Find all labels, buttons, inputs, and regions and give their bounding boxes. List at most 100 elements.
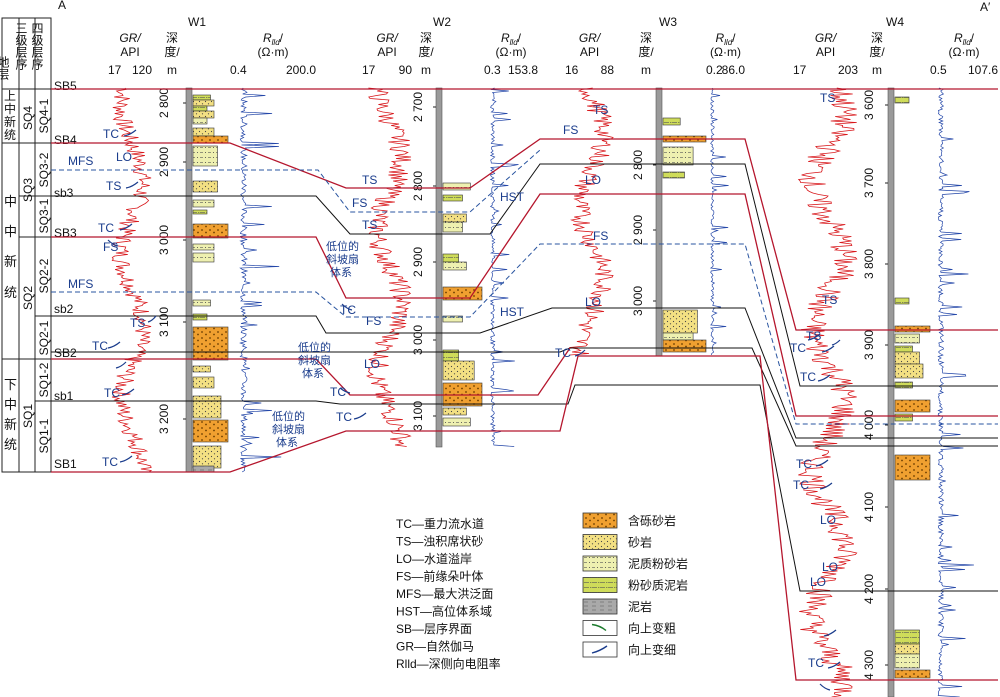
boundary-label-sb1-minor: sb1: [54, 389, 74, 403]
gr-min: 16: [565, 63, 579, 77]
rt-slash: /: [732, 31, 736, 45]
lithology-block: [192, 326, 229, 361]
stratum-upper-char: 上: [4, 89, 16, 103]
fining-upward-arrow-icon: [819, 482, 833, 490]
lithology-block: [192, 376, 215, 389]
third-order-sq3: SQ3: [21, 178, 35, 202]
gr-header: GR/: [119, 31, 142, 45]
rt-header: Rlld/: [263, 31, 284, 47]
facies-label-fs: FS: [563, 123, 578, 137]
lithology-block: [894, 643, 920, 655]
rt-subscript: lld: [963, 38, 972, 47]
stratum-middle-char: 中: [4, 224, 17, 239]
depth-header: 深: [640, 31, 652, 45]
depth-label: 2 900: [411, 247, 425, 277]
facies-label-tc: TC: [808, 656, 824, 670]
fining-upward-arrow-icon: [827, 661, 841, 669]
stratum-upper-char: 统: [4, 128, 16, 142]
depth-header: 度/: [638, 44, 654, 59]
facies-label-fs: FS: [366, 314, 381, 328]
lithology-block: [192, 243, 215, 251]
facies-label-hst: HST: [500, 190, 525, 204]
legend-swatch-silty-mud: [582, 577, 618, 593]
facies-label-fs: FS: [593, 229, 608, 243]
fourth-order-sq3-2: SQ3-2: [37, 152, 51, 187]
fining-upward-arrow-icon: [119, 455, 133, 463]
rt-symbol: R: [954, 31, 963, 45]
boundary-label-sb3-minor: sb3: [54, 186, 74, 200]
correlation-line-sb4: [51, 138, 998, 331]
header-stratum: 地层: [0, 56, 10, 81]
depth-label: 3 000: [411, 325, 425, 355]
depth-unit: m: [641, 63, 651, 77]
rt-max: 200.0: [286, 63, 316, 77]
lithology-block: [442, 221, 463, 233]
lithology-block: [192, 99, 215, 107]
legend-lith-label: 含砾砂岩: [628, 513, 676, 528]
lithology-block: [442, 407, 467, 416]
gr-header: GR/: [376, 31, 399, 45]
strata-labels: 上 中 新 统 中 中 新 统 下 中 新 统: [4, 89, 17, 452]
legend-lith-label: 泥质粉砂岩: [628, 556, 688, 571]
legend: TC—重力流水道TS—浊积席状砂LO—水道溢岸FS—前缘朵叶体MFS—最大洪泛面…: [396, 512, 688, 671]
fining-upward-arrow-icon: [591, 645, 608, 654]
gr-min: 17: [793, 63, 807, 77]
rt-unit: (Ω·m): [258, 45, 289, 59]
gr-min: 17: [108, 63, 122, 77]
facies-label-ts: TS: [820, 91, 835, 105]
mfs-label-upper: MFS: [68, 154, 93, 168]
gr-max: 203: [838, 63, 858, 77]
gr-unit: API: [377, 45, 396, 59]
facies-label-lo: LO: [364, 357, 380, 371]
gr-max: 90: [399, 63, 413, 77]
depth-label: 2 700: [411, 92, 425, 122]
lithology-block: [192, 313, 208, 321]
fourth-order-sq4-1: SQ4-1: [37, 98, 51, 133]
fining-upward-arrow-icon: [817, 374, 831, 382]
depth-label: 2 800: [631, 150, 645, 180]
fourth-order-sq2-2: SQ2-2: [37, 258, 51, 293]
legend-lith-label: 砂岩: [628, 535, 652, 550]
well-name-w2: W2: [433, 15, 451, 29]
lithology-block: [894, 333, 920, 344]
facies-label-tc: TC: [790, 341, 806, 355]
lithology-block: [662, 117, 681, 126]
rt-min: 0.5: [930, 63, 947, 77]
lithology-block: [894, 363, 924, 379]
correlation-line-sb3-minor: [51, 163, 998, 387]
lithology-block: [192, 145, 218, 167]
stratum-upper-char: 新: [4, 114, 16, 129]
depth-label: 3 100: [157, 307, 171, 337]
rt-subscript: lld: [510, 38, 519, 47]
gr-unit: API: [580, 45, 599, 59]
lithology-block: [894, 345, 913, 353]
boundary-label-sb4: SB4: [54, 133, 77, 147]
lithology-block: [442, 261, 467, 271]
lithology-block: [442, 182, 471, 191]
facies-label-ts: TS: [593, 103, 608, 117]
gr-curve: [569, 87, 614, 356]
depth-label: 3 000: [157, 225, 171, 255]
depth-header: 深: [166, 31, 178, 45]
facies-label-tc: TC: [102, 455, 118, 469]
stratum-lower-char: 新: [4, 417, 17, 432]
depth-header: 度/: [869, 44, 885, 59]
lithology-block: [192, 94, 211, 101]
lithology-block: [192, 445, 222, 469]
fan-label-line: 低位的: [298, 340, 331, 354]
facies-label-tc: TC: [793, 478, 809, 492]
stratum-upper-char: 中: [4, 101, 16, 116]
column-headers: 地层 三级层序 四级层序: [0, 22, 44, 81]
section-end-left: A: [58, 0, 66, 12]
rt-min: 0.4: [230, 63, 247, 77]
facies-label-ts: TS: [130, 316, 145, 330]
rt-curve: [489, 87, 519, 447]
boundary-label-sb1: SB1: [54, 457, 77, 471]
gr-curve: [365, 87, 412, 447]
depth-label: 2 900: [631, 215, 645, 245]
legend-abbr-item: MFS—最大洪泛面: [396, 587, 493, 601]
fining-upward-arrow-icon: [831, 339, 841, 346]
